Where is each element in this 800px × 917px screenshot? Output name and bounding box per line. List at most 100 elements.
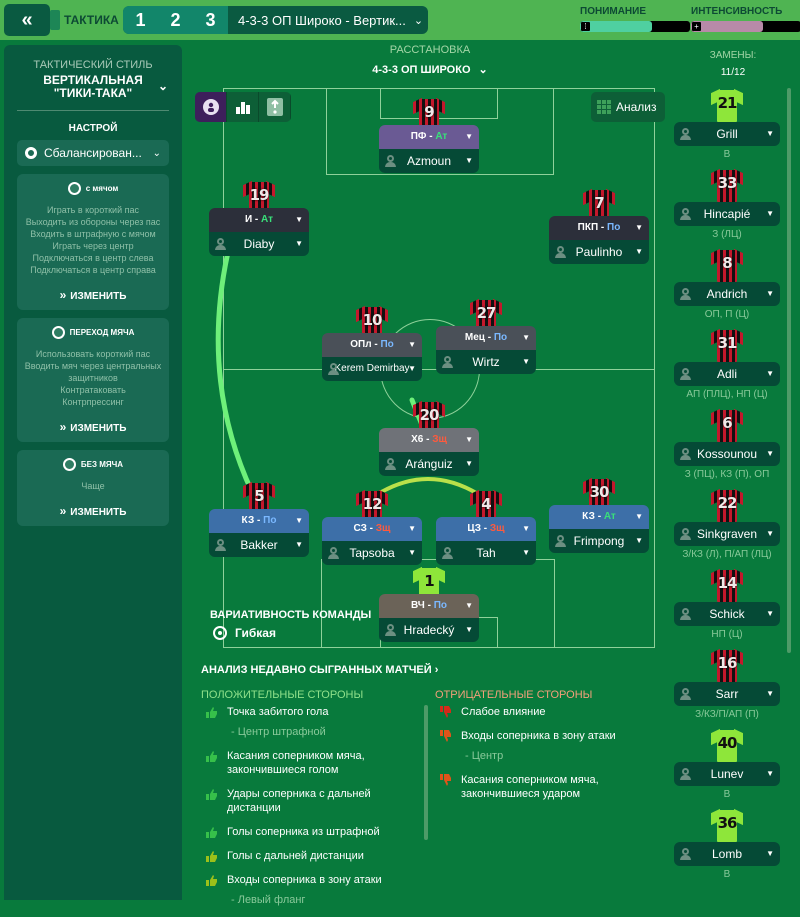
thumbs-up-icon <box>206 875 217 886</box>
shirt-icon: 6 <box>711 408 743 442</box>
player-name: Tah <box>476 546 496 560</box>
player-role-dropdown[interactable]: ВЧ - По ▼ <box>379 594 479 618</box>
player-view-button[interactable] <box>195 92 227 122</box>
substitute-positions: В <box>723 149 731 160</box>
tactics-board-icon <box>50 10 60 30</box>
formation-dropdown[interactable]: 4-3-3 ОП ШИРОКО⌄ <box>190 63 670 76</box>
shirt-number: 1 <box>424 572 434 590</box>
caret-down-icon: ▼ <box>408 548 416 557</box>
edit-instructions-button[interactable]: »ИЗМЕНИТЬ <box>21 504 165 518</box>
substitute-positions: В <box>723 789 731 800</box>
shirt-number: 30 <box>589 483 610 501</box>
instruction-item: Чаще <box>81 481 105 491</box>
substitute-positions: В <box>723 869 731 880</box>
substitute-select-dropdown[interactable]: Adli ▼ <box>674 362 780 386</box>
subs-count: 11/12 <box>720 67 746 78</box>
tactic-slot-1[interactable]: 1 <box>135 10 146 30</box>
player-select-dropdown[interactable]: Bakker ▼ <box>209 533 309 557</box>
substitute-select-dropdown[interactable]: Lunev ▼ <box>674 762 780 786</box>
tactic-slot-3[interactable]: 3 <box>205 10 216 30</box>
player-select-dropdown[interactable]: Azmoun ▼ <box>379 149 479 173</box>
familiarity-icon: ⁞ <box>581 22 590 31</box>
mentality-dropdown[interactable]: Сбалансирован... ⌄ <box>17 140 169 166</box>
player-role-dropdown[interactable]: И - Ат ▼ <box>209 208 309 232</box>
arrow-up-card-icon <box>266 98 283 116</box>
player-role-dropdown[interactable]: ПФ - Ат ▼ <box>379 125 479 149</box>
instructions-view-button[interactable] <box>259 92 291 122</box>
person-icon <box>202 99 219 115</box>
analysis-item: Голы соперника из штрафной <box>201 825 421 839</box>
edit-instructions-button[interactable]: »ИЗМЕНИТЬ <box>21 288 165 302</box>
positives-scrollbar[interactable] <box>424 705 428 840</box>
intensity-meter[interactable]: ИНТЕНСИВНОСТЬ + <box>691 6 800 32</box>
shirt-icon: 33 <box>711 168 743 202</box>
player-select-dropdown[interactable]: Wirtz ▼ <box>436 350 536 374</box>
tactic-select-dropdown[interactable]: 4-3-3 ОП Широко - Вертик... ⌄ <box>228 6 428 34</box>
person-icon <box>555 535 566 547</box>
player-role-dropdown[interactable]: КЗ - По ▼ <box>209 509 309 533</box>
edit-instructions-button[interactable]: »ИЗМЕНИТЬ <box>21 420 165 434</box>
player-select-dropdown[interactable]: Tah ▼ <box>436 541 536 565</box>
player-role-dropdown[interactable]: Мец - По ▼ <box>436 326 536 350</box>
player-select-dropdown[interactable]: Tapsoba ▼ <box>322 541 422 565</box>
tactical-style-value: ВЕРТИКАЛЬНАЯ "ТИКИ-ТАКА" <box>43 73 143 100</box>
top-bar: « ТАКТИКА 1 2 3 4-3-3 ОП Широко - Вертик… <box>0 0 800 40</box>
plus-icon: + <box>692 22 701 31</box>
substitute-select-dropdown[interactable]: Kossounou ▼ <box>674 442 780 466</box>
shirt-icon: 19 <box>243 180 275 214</box>
person-icon <box>555 246 566 258</box>
player-role-dropdown[interactable]: СЗ - Зщ ▼ <box>322 517 422 541</box>
caret-down-icon: ▼ <box>295 239 303 248</box>
analysis-button[interactable]: Анализ <box>591 92 665 122</box>
player-select-dropdown[interactable]: Frimpong ▼ <box>549 529 649 553</box>
substitute-positions: З/КЗ/П/АП (П) <box>695 709 759 720</box>
grid-icon <box>597 100 611 114</box>
back-button[interactable]: « <box>4 4 50 36</box>
substitute-select-dropdown[interactable]: Hincapié ▼ <box>674 202 780 226</box>
substitute-select-dropdown[interactable]: Sinkgraven ▼ <box>674 522 780 546</box>
instruction-item: Играть через центр <box>52 241 134 251</box>
player-select-dropdown[interactable]: Kerem Demirbay ▼ <box>322 357 422 381</box>
transition-icon <box>51 326 65 339</box>
instruction-item: Вводить мяч через центральных защитников <box>24 361 162 383</box>
thumbs-up-icon <box>206 851 217 862</box>
substitute-select-dropdown[interactable]: Sarr ▼ <box>674 682 780 706</box>
tactical-style-dropdown[interactable]: ВЕРТИКАЛЬНАЯ "ТИКИ-ТАКА" ⌄ <box>4 74 182 100</box>
substitute-select-dropdown[interactable]: Andrich ▼ <box>674 282 780 306</box>
substitute-select-dropdown[interactable]: Grill ▼ <box>674 122 780 146</box>
player-role-dropdown[interactable]: ОПл - По ▼ <box>322 333 422 357</box>
player-select-dropdown[interactable]: Hradecký ▼ <box>379 618 479 642</box>
double-chevron-right-icon: » <box>59 420 67 434</box>
caret-down-icon: ▼ <box>766 609 774 618</box>
shirt-number: 40 <box>717 734 738 752</box>
player-name: Aránguiz <box>405 457 453 471</box>
player-select-dropdown[interactable]: Aránguiz ▼ <box>379 452 479 476</box>
shirt-number: 31 <box>717 334 738 352</box>
player-role-dropdown[interactable]: Х6 - Зщ ▼ <box>379 428 479 452</box>
substitute-select-dropdown[interactable]: Schick ▼ <box>674 602 780 626</box>
recent-matches-analysis-link[interactable]: АНАЛИЗ НЕДАВНО СЫГРАННЫХ МАТЧЕЙ › <box>201 664 438 676</box>
subs-scrollbar[interactable] <box>787 88 791 653</box>
familiarity-meter[interactable]: ПОНИМАНИЕ ⁞ <box>580 6 690 32</box>
player-select-dropdown[interactable]: Paulinho ▼ <box>549 240 649 264</box>
analysis-item: Удары соперника с дальней дистанции <box>201 787 421 815</box>
substitute-name: Sarr <box>715 687 739 701</box>
shirt-number: 21 <box>717 94 738 112</box>
substitute-select-dropdown[interactable]: Lomb ▼ <box>674 842 780 866</box>
person-icon <box>215 238 226 250</box>
analysis-item-detail: - Левый фланг <box>231 894 306 906</box>
player-role-dropdown[interactable]: ЦЗ - Зщ ▼ <box>436 517 536 541</box>
person-icon <box>680 848 691 860</box>
instruction-item: Входить в штрафную с мячом <box>30 229 156 239</box>
stats-view-button[interactable] <box>227 92 259 122</box>
player-select-dropdown[interactable]: Diaby ▼ <box>209 232 309 256</box>
player-role-dropdown[interactable]: ПКП - По ▼ <box>549 216 649 240</box>
shirt-icon: 12 <box>356 489 388 523</box>
intensity-label: ИНТЕНСИВНОСТЬ <box>691 6 783 17</box>
tactic-slot-2[interactable]: 2 <box>170 10 181 30</box>
caret-down-icon: ▼ <box>408 340 416 349</box>
player-role-dropdown[interactable]: КЗ - Ат ▼ <box>549 505 649 529</box>
view-toggle-group <box>195 92 291 122</box>
